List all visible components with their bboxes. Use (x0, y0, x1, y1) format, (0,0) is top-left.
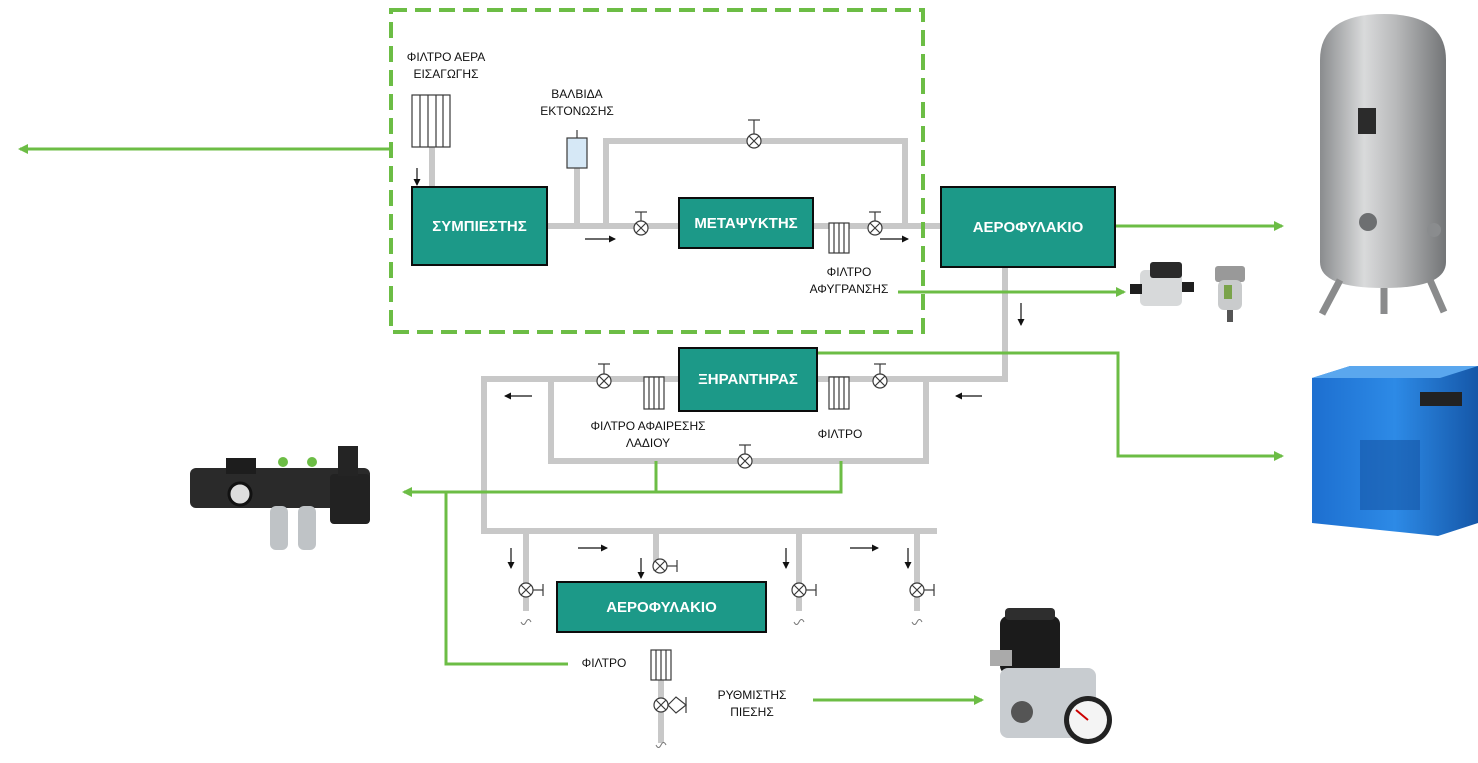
valve-icon (634, 212, 648, 235)
arrow-to-dryer-image (818, 353, 1282, 456)
aftercooler-box: ΜΕΤΑΨΥΚΤΗΣ (678, 197, 814, 249)
valve-icon (597, 364, 611, 388)
valve-icon (747, 120, 761, 148)
relief-valve-icon (567, 130, 587, 168)
drain-outlets (521, 620, 922, 748)
dryer-filter-label: ΦΙΛΤΡΟ (808, 426, 872, 443)
drain-filter-icon (829, 223, 849, 253)
refrigerated-dryer-image (1312, 366, 1478, 536)
compressor-box: ΣΥΜΠΙΕΣΤΗΣ (411, 186, 548, 266)
air-receiver-box: ΑΕΡΟΦΥΛΑΚΙΟ (940, 186, 1116, 268)
drain-valve-icon (910, 583, 934, 597)
regulator-valve-icon (654, 697, 686, 713)
dryer-box: ΞΗΡΑΝΤΗΡΑΣ (678, 347, 818, 412)
condensate-drain-units-image (1130, 262, 1245, 322)
valve-icon (738, 445, 752, 468)
oil-filter-icon (644, 377, 664, 409)
frl-unit-image (190, 446, 370, 550)
drain-valve-icon (519, 583, 543, 597)
bottom-filter-icon (651, 650, 671, 680)
arrow-to-frl (404, 461, 656, 492)
valve-icon (873, 364, 887, 388)
vertical-air-tank-image (1320, 14, 1446, 314)
valve-icon (868, 212, 882, 235)
drain-valve-icon (653, 559, 677, 573)
bottom-filter-label: ΦΙΛΤΡΟ (572, 655, 636, 672)
arrow-from-bottom-filter (446, 492, 568, 664)
pressure-regulator-image (990, 608, 1112, 744)
drain-valve-icon (792, 583, 816, 597)
secondary-air-receiver-box: ΑΕΡΟΦΥΛΑΚΙΟ (556, 581, 767, 633)
intake-filter-icon (412, 95, 450, 147)
dryer-filter-icon (829, 377, 849, 409)
